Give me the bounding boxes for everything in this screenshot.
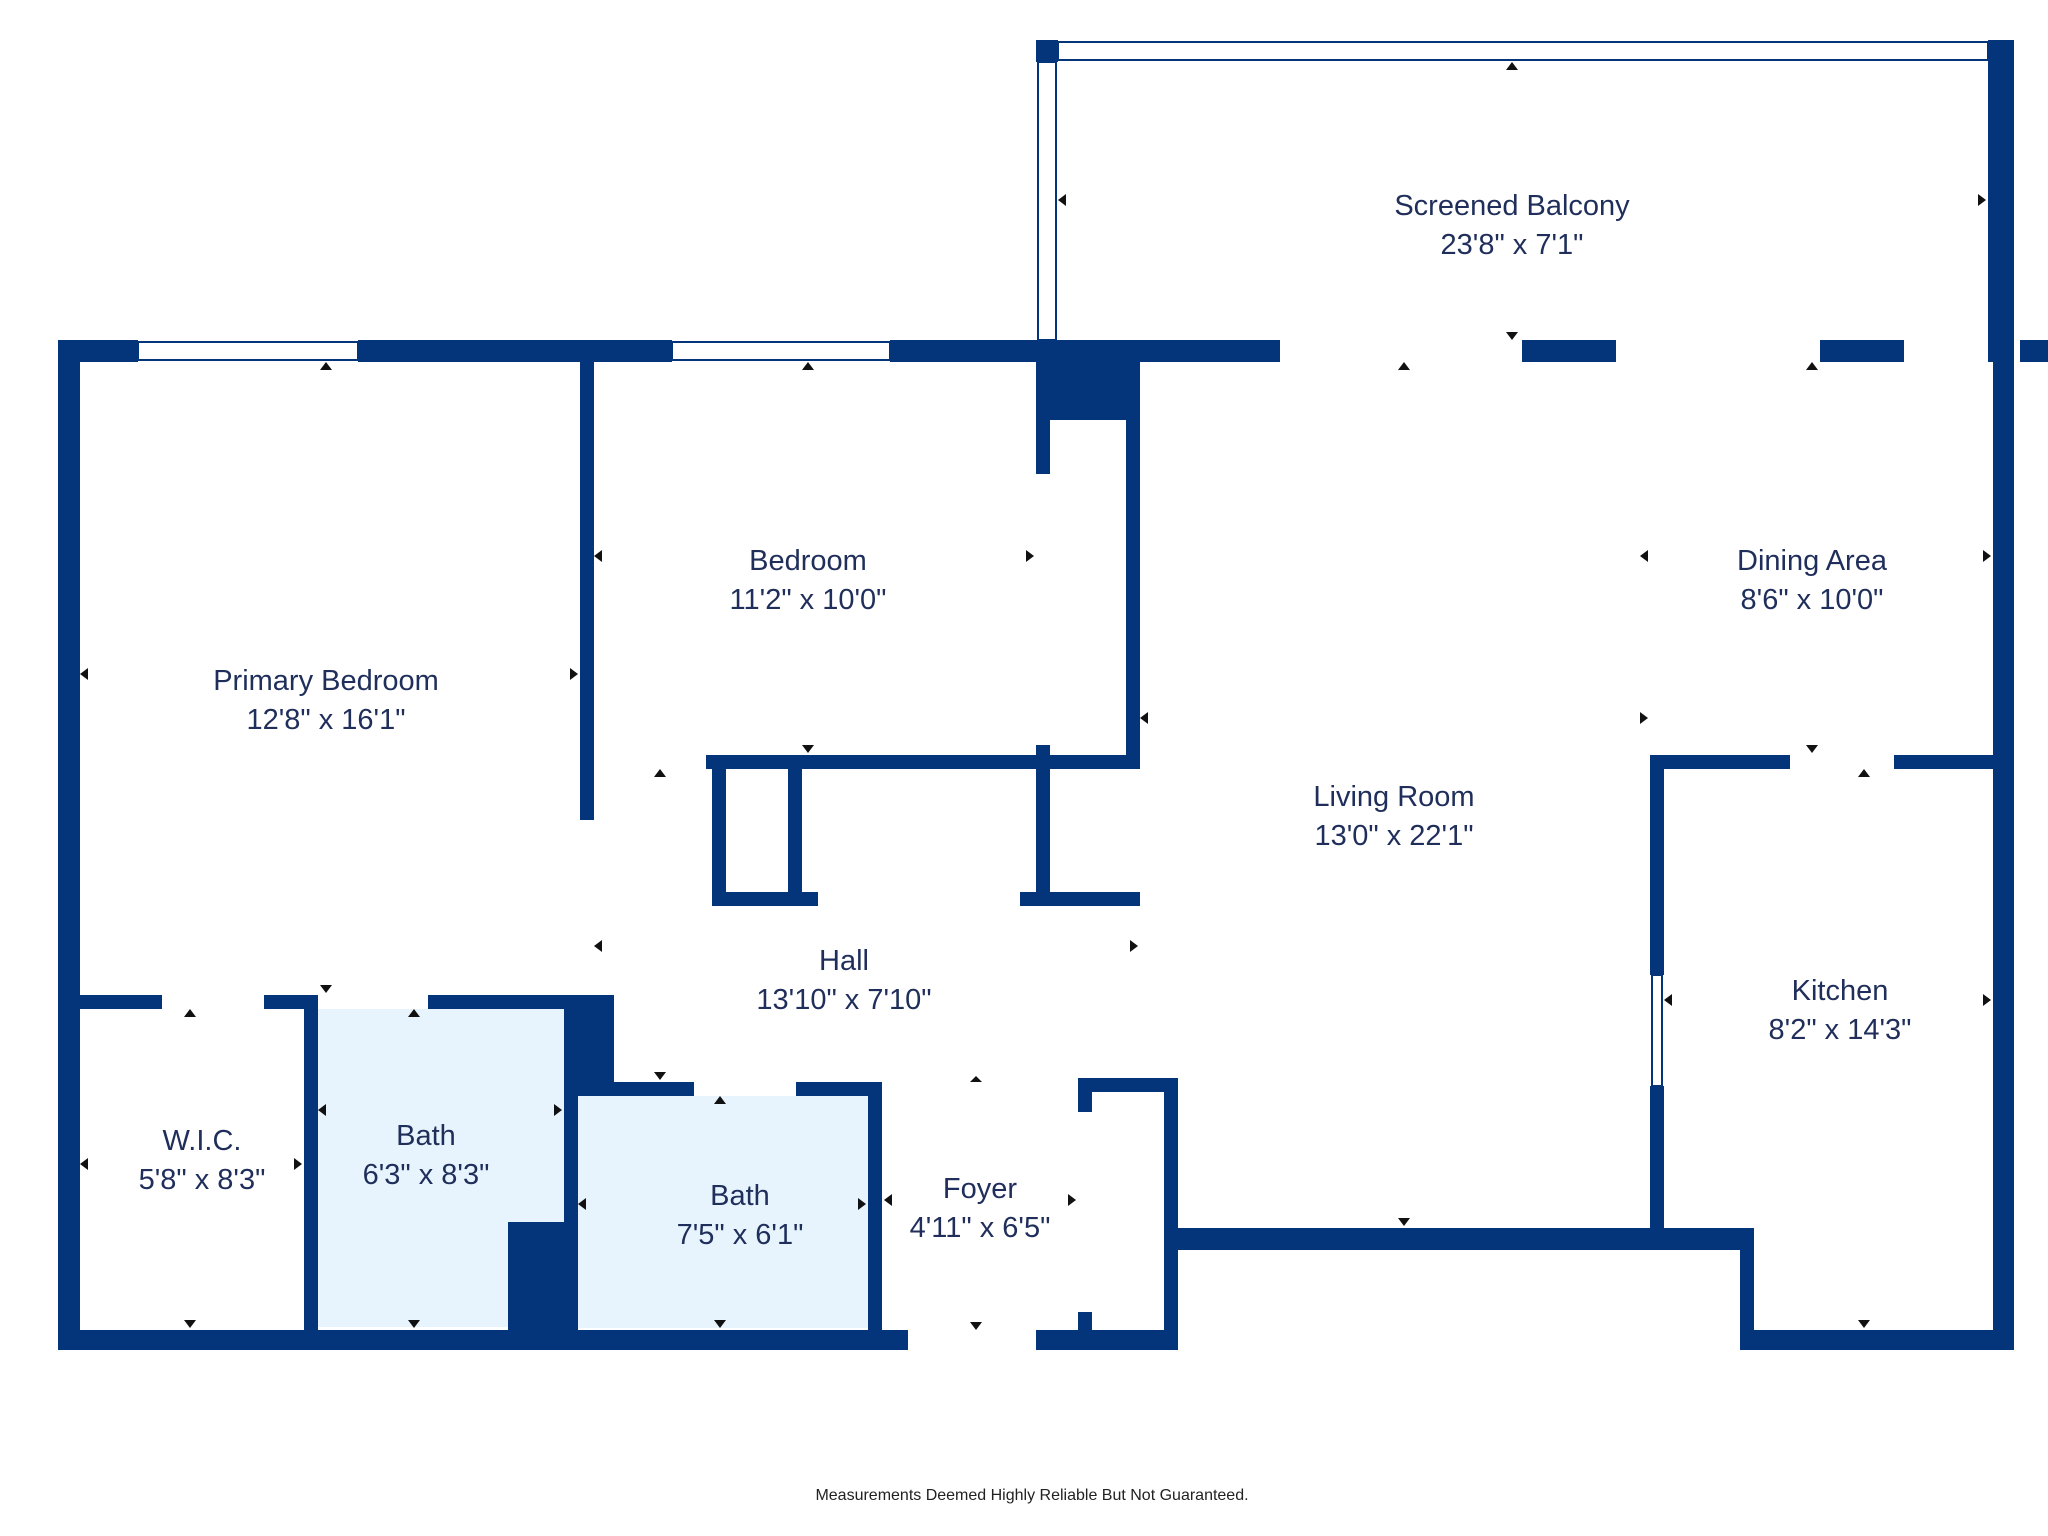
room-dims-bedroom: 11'2" x 10'0" — [730, 584, 887, 616]
dimension-markers — [80, 62, 1991, 1330]
room-name-bath-hall: Bath — [710, 1180, 770, 1212]
walls — [58, 40, 2048, 1350]
room-dims-primary-bedroom: 12'8" x 16'1" — [246, 704, 405, 736]
room-name-kitchen: Kitchen — [1792, 975, 1889, 1007]
windows — [137, 41, 1989, 1087]
room-dims-wic: 5'8" x 8'3" — [139, 1164, 266, 1196]
room-dims-kitchen: 8'2" x 14'3" — [1769, 1014, 1912, 1046]
room-dims-foyer: 4'11" x 6'5" — [910, 1212, 1051, 1244]
room-dims-hall: 13'10" x 7'10" — [756, 984, 931, 1016]
room-name-bedroom: Bedroom — [749, 545, 867, 577]
room-name-screened-balcony: Screened Balcony — [1394, 190, 1630, 222]
room-name-foyer: Foyer — [943, 1173, 1017, 1205]
room-name-wic: W.I.C. — [163, 1125, 242, 1157]
room-name-primary-bedroom: Primary Bedroom — [213, 665, 439, 697]
room-name-hall: Hall — [819, 945, 869, 977]
room-dims-screened-balcony: 23'8" x 7'1" — [1441, 229, 1584, 261]
room-dims-bath-hall: 7'5" x 6'1" — [677, 1219, 804, 1251]
disclaimer-text: Measurements Deemed Highly Reliable But … — [815, 1487, 1248, 1504]
bath-hall-floor — [578, 1096, 872, 1328]
room-dims-dining-area: 8'6" x 10'0" — [1741, 584, 1884, 616]
room-name-living-room: Living Room — [1313, 781, 1474, 813]
room-name-dining-area: Dining Area — [1737, 545, 1888, 577]
room-name-bath-primary: Bath — [396, 1120, 456, 1152]
room-dims-bath-primary: 6'3" x 8'3" — [363, 1159, 490, 1191]
room-dims-living-room: 13'0" x 22'1" — [1314, 820, 1473, 852]
